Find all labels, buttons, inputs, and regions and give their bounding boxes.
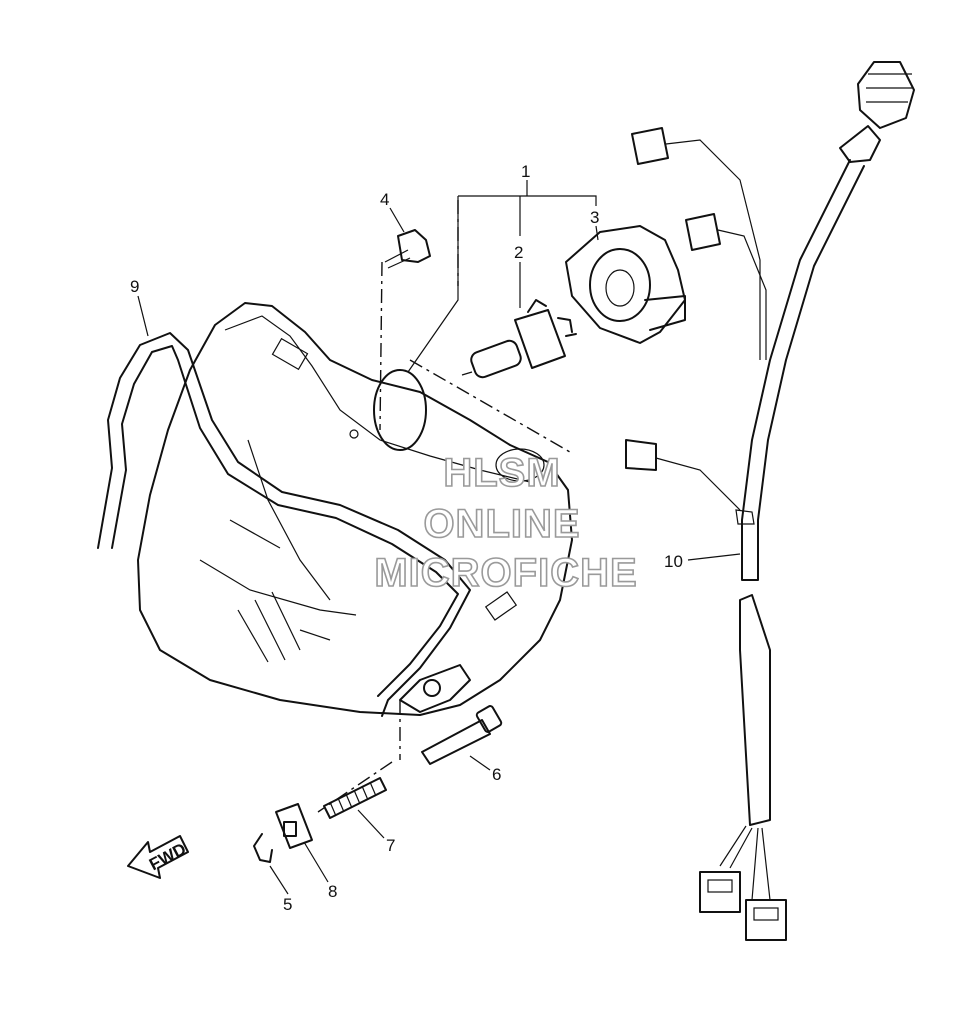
callout-8: 8	[328, 882, 337, 901]
watermark-line2: ONLINE	[423, 502, 580, 546]
watermark: HLSM ONLINE MICROFICHE	[374, 450, 638, 596]
callout-numbers: 1 2 3 4 5 6 7 8 9 10	[130, 162, 683, 914]
part-6-bolt	[421, 705, 503, 765]
part-3-bulb-cover	[565, 225, 686, 344]
part-2-bulb	[461, 299, 577, 379]
callout-9: 9	[130, 277, 139, 296]
headlight-body	[137, 302, 573, 716]
callout-4: 4	[380, 190, 389, 209]
fwd-direction-arrow: FWD	[127, 835, 189, 879]
callout-5: 5	[283, 895, 292, 914]
part-8-retainer	[275, 803, 313, 849]
part-4-clip	[384, 229, 431, 269]
callout-6: 6	[492, 765, 501, 784]
fwd-label: FWD	[146, 839, 189, 874]
callout-leaders	[137, 180, 741, 895]
callout-3: 3	[590, 208, 599, 227]
callout-7: 7	[386, 836, 395, 855]
callout-1: 1	[521, 162, 530, 181]
callout-2: 2	[514, 243, 523, 262]
exploded-view-axes	[317, 200, 571, 813]
part-10-wire-harness	[625, 61, 915, 941]
watermark-line3: MICROFICHE	[374, 551, 637, 595]
callout-10: 10	[664, 552, 683, 571]
watermark-line1: HLSM	[443, 451, 560, 495]
part-7-spring	[323, 777, 387, 819]
part-5-clip	[253, 833, 273, 863]
